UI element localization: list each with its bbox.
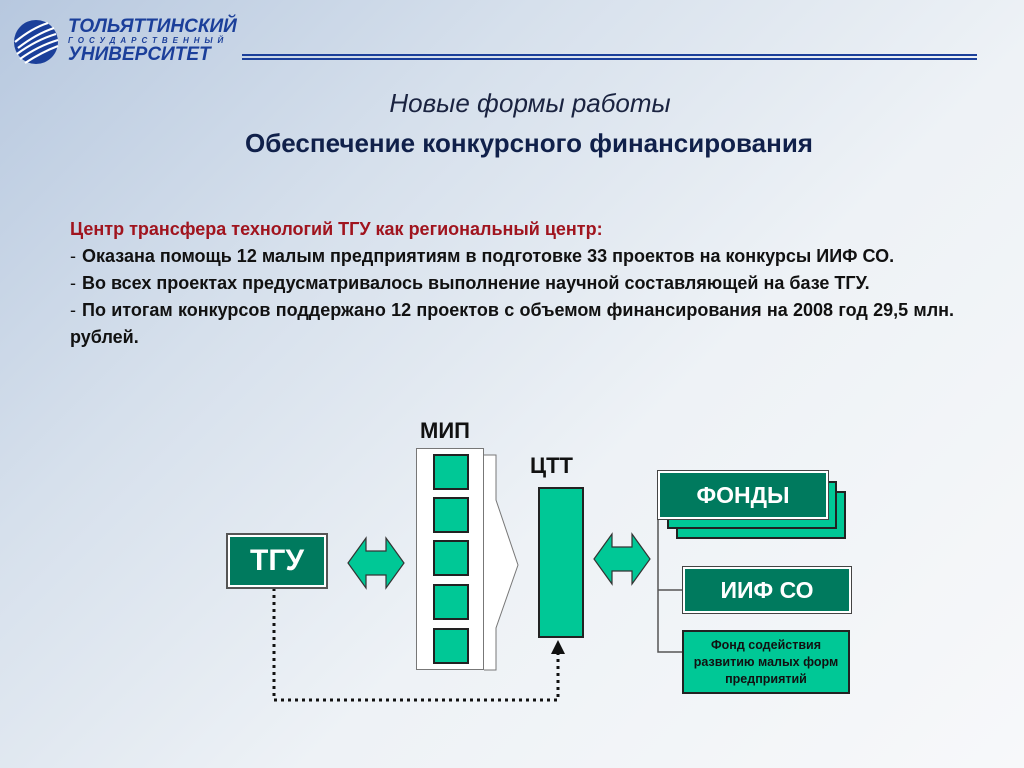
bullet-item: -По итогам конкурсов поддержано 12 проек…	[70, 297, 954, 351]
bullet-text: Оказана помощь 12 малым предприятиям в п…	[82, 246, 895, 266]
bullet-text: Во всех проектах предусматривалось выпол…	[82, 273, 870, 293]
fss-box: Фонд содействия развитию малых форм пред…	[682, 630, 850, 694]
mip-cell	[433, 628, 469, 664]
logo-text-line1: ТОЛЬЯТТИНСКИЙ	[68, 16, 237, 37]
logo-text-line3: УНИВЕРСИТЕТ	[68, 44, 211, 65]
bullet-item: -Во всех проектах предусматривалось выпо…	[70, 270, 954, 297]
mip-to-ctt-arrow-icon	[484, 454, 519, 671]
double-arrow-tgu-mip-icon	[347, 536, 405, 590]
feedback-arrowhead-icon	[551, 640, 565, 654]
iif-so-box: ИИФ СО	[682, 566, 852, 614]
bullet-dash: -	[70, 273, 76, 293]
ctt-box	[538, 487, 584, 638]
bullet-dash: -	[70, 300, 76, 320]
university-logo-globe-icon	[14, 20, 59, 64]
tgu-box: ТГУ	[226, 533, 328, 589]
mip-cell	[433, 584, 469, 620]
ctt-label: ЦТТ	[530, 453, 573, 478]
slide-subtitle: Новые формы работы	[389, 88, 671, 118]
mip-container	[416, 448, 484, 670]
slide-title: Обеспечение конкурсного финансирования	[245, 128, 813, 158]
mip-cell	[433, 540, 469, 576]
mip-cell	[433, 497, 469, 533]
bullet-item: -Оказана помощь 12 малым предприятиям в …	[70, 243, 954, 270]
logo-text-line2: ГОСУДАРСТВЕННЫЙ	[68, 36, 229, 45]
text-heading: Центр трансфера технологий ТГУ как регио…	[70, 219, 603, 239]
bullet-text: По итогам конкурсов поддержано 12 проект…	[70, 300, 954, 347]
mip-label: МИП	[420, 418, 470, 443]
text-block: Центр трансфера технологий ТГУ как регио…	[70, 216, 954, 351]
header-rule	[242, 54, 977, 60]
mip-cell	[433, 454, 469, 490]
bullet-dash: -	[70, 246, 76, 266]
double-arrow-ctt-funds-icon	[593, 532, 651, 586]
funds-box: ФОНДЫ	[657, 470, 829, 520]
